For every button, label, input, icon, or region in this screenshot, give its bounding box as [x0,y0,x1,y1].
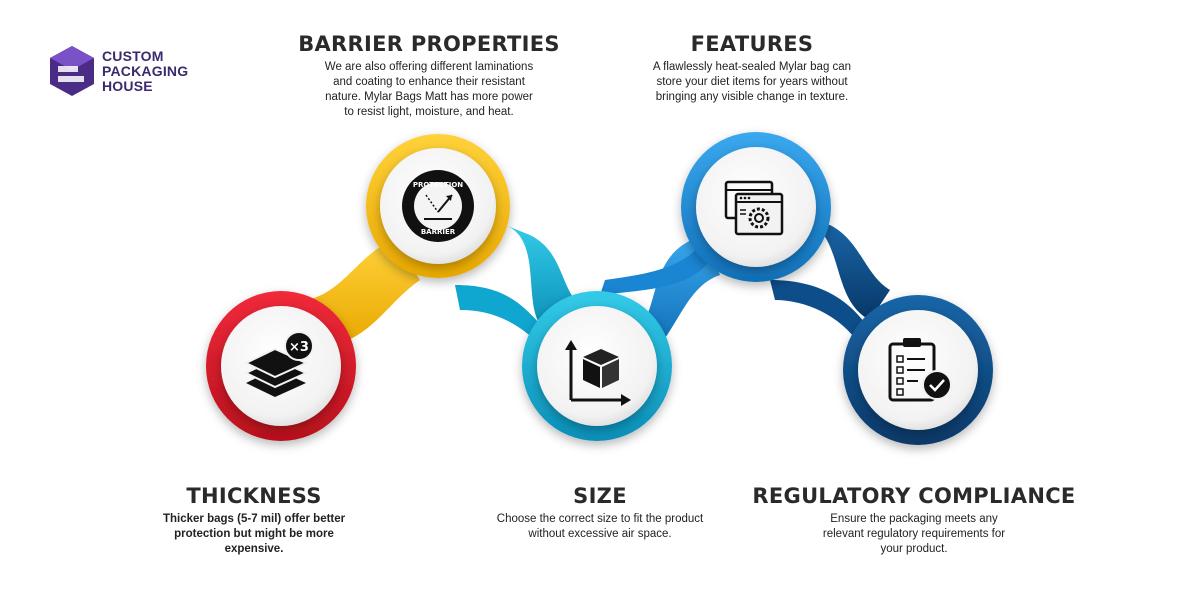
desc-line: to resist light, moisture, and heat. [344,106,514,118]
box-dimensions-icon [565,340,631,406]
badge-x3: ×3 [289,340,309,355]
step-size: SIZE Choose the correct size to fit the … [490,484,710,542]
desc-line: relevant regulatory requirements for [822,528,1006,540]
step-title: BARRIER PROPERTIES [298,32,560,56]
desc-line: protection but might be more [174,528,334,540]
desc-line: Thicker bags (5-7 mil) offer better [163,513,346,525]
connector-cyan-blue [600,235,720,345]
settings-window-icon [724,180,784,236]
logo-line-1: CUSTOM [102,47,164,64]
desc-line: Ensure the packaging meets any [830,513,998,525]
desc-line: We are also offering different laminatio… [324,61,534,73]
step-title: FEATURES [690,32,814,56]
desc-line: nature. Mylar Bags Matt has more power [325,91,533,103]
step-description: Ensure the packaging meets any relevant … [752,512,1076,557]
logo-mark-icon [50,46,94,96]
protection-barrier-icon: PROTECTION BARRIER [402,170,474,242]
desc-line: and coating to enhance their resistant [333,76,525,88]
desc-line: expensive. [224,543,284,555]
step-thickness: THICKNESS Thicker bags (5-7 mil) offer b… [163,484,345,557]
step-description: Choose the correct size to fit the produ… [490,512,710,542]
connector-blue-navy [770,220,890,345]
logo-line-2: PACKAGING [102,62,189,79]
checklist-clipboard-icon [888,338,952,402]
step-barrier-properties: BARRIER PROPERTIES We are also offering … [298,32,560,120]
step-features: FEATURES A flawlessly heat-sealed Mylar … [632,32,872,105]
stacked-layers-icon: ×3 [243,331,314,397]
desc-line: bringing any visible change in texture. [655,91,849,103]
step-title: REGULATORY COMPLIANCE [752,484,1076,508]
desc-line: without excessive air space. [528,528,672,540]
desc-line: A flawlessly heat-sealed Mylar bag can [652,61,852,73]
desc-line: Choose the correct size to fit the produ… [496,513,704,525]
logo-wordmark: CUSTOM PACKAGING HOUSE [102,47,189,94]
step-description: A flawlessly heat-sealed Mylar bag can s… [632,60,872,105]
desc-line: your product. [880,543,948,555]
seal-top-text: PROTECTION [413,181,463,189]
step-title: THICKNESS [186,484,322,508]
step-description: We are also offering different laminatio… [298,60,560,120]
company-logo[interactable]: CUSTOM PACKAGING HOUSE [48,44,188,98]
step-regulatory-compliance: REGULATORY COMPLIANCE Ensure the packagi… [752,484,1076,557]
seal-bottom-text: BARRIER [421,228,456,236]
desc-line: store your diet items for years without [656,76,848,88]
step-title: SIZE [573,484,627,508]
step-description: Thicker bags (5-7 mil) offer better prot… [163,512,345,557]
logo-line-3: HOUSE [102,77,153,94]
